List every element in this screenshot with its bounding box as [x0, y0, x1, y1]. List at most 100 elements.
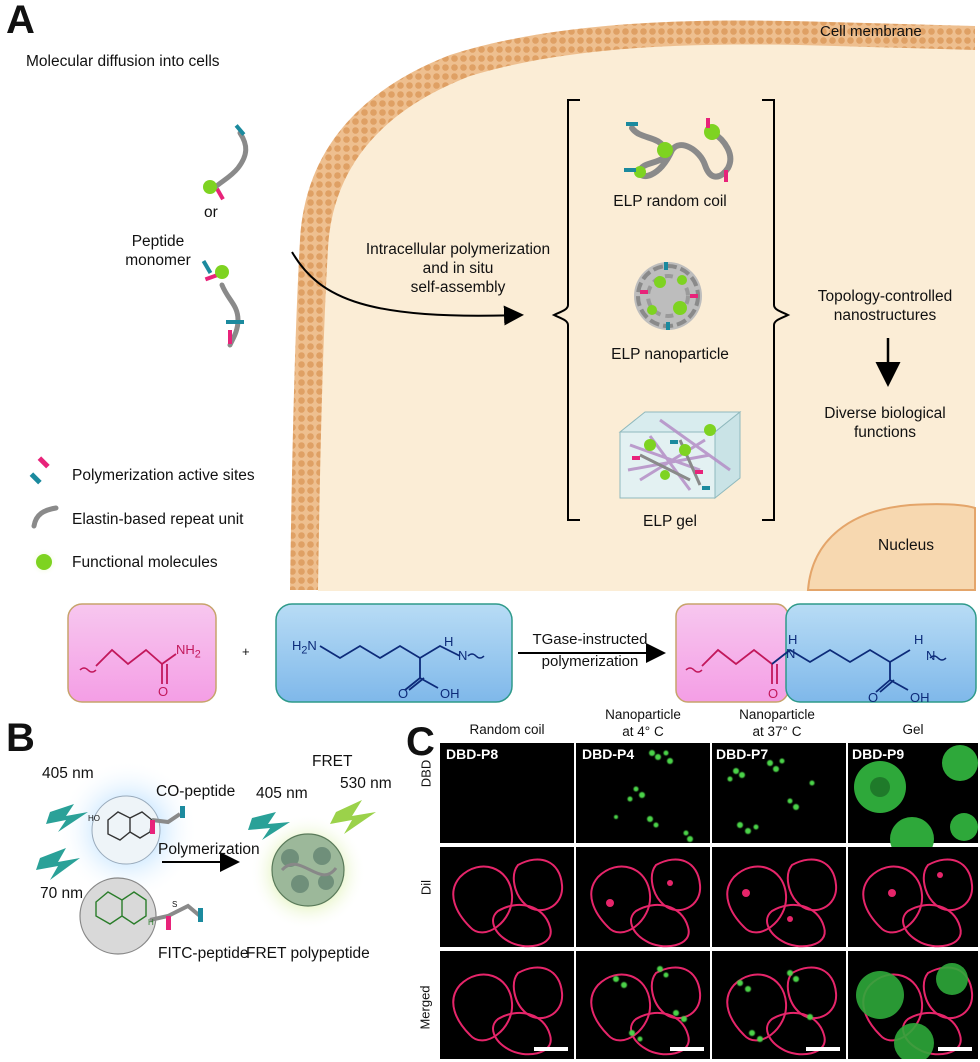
arrow-label-top: TGase-instructed — [532, 631, 648, 648]
elp-nanoparticle-graphic — [634, 262, 702, 330]
b-530nm: 530 nm — [340, 775, 392, 792]
product-n2: N — [926, 648, 936, 663]
micro-r3c2 — [576, 951, 710, 1059]
elp-random-coil-graphic — [624, 118, 734, 182]
lys-oh: OH — [440, 686, 460, 701]
col3-l1: Nanoparticle — [739, 707, 815, 722]
topology-label: Topology-controlled nanostructures — [790, 287, 980, 325]
diffusion-label: Molecular diffusion into cells — [26, 53, 220, 70]
fitc-peptide-label: FITC-peptide — [158, 945, 249, 962]
scale-bar-c3 — [806, 1047, 840, 1051]
plus-sign: + — [242, 644, 250, 659]
lys-h: H — [444, 634, 454, 649]
micro-r1c1 — [440, 743, 574, 843]
diffusion-arrow — [291, 251, 524, 326]
col-header-2: Nanoparticle at 4° C — [576, 706, 710, 740]
merged-green-c3 — [737, 970, 813, 1042]
row-label-dbd: DBD — [418, 759, 434, 788]
col-header-1: Random coil — [440, 706, 574, 738]
topology-line-2: nanostructures — [833, 307, 937, 324]
col3-l2: at 37° C — [752, 724, 802, 739]
dbd-p4-signal — [614, 750, 693, 842]
peptide-monomer-label: Peptide monomer — [118, 232, 198, 270]
right-bracket — [762, 99, 791, 521]
reaction-graphic — [67, 603, 977, 703]
micro-r2c4 — [848, 847, 978, 947]
h2n-n: N — [307, 638, 317, 653]
tag-dbd-p9: DBD-P9 — [852, 746, 905, 762]
tag-dbd-p8: DBD-P8 — [446, 746, 499, 762]
arrow-label-bottom: polymerization — [541, 653, 639, 670]
peptide-monomer-2 — [201, 259, 244, 348]
left-bracket — [551, 99, 580, 521]
product-h: H — [788, 632, 798, 647]
col-header-3: Nanoparticle at 37° C — [710, 706, 844, 740]
h2n-label: H2N — [292, 638, 317, 657]
lightning-405-a — [46, 804, 88, 832]
col1-l2: Random coil — [469, 722, 545, 737]
polymerization-label: Polymerization — [158, 841, 260, 858]
panel-c-letter: C — [406, 720, 435, 764]
amide-nh2: NH2 — [176, 642, 201, 661]
lightning-530 — [330, 800, 376, 834]
lys-o: O — [398, 686, 409, 701]
fitc-sphere — [79, 877, 157, 955]
hn-label: H — [148, 918, 154, 927]
or-label: or — [204, 204, 218, 221]
fret-label: FRET — [312, 753, 353, 770]
co-peptide-label: CO-peptide — [156, 783, 236, 800]
elp-random-coil-label: ELP random coil — [613, 193, 727, 210]
bio-line-2: functions — [853, 424, 917, 441]
topology-line-1: Topology-controlled — [817, 288, 953, 305]
b-405nm-a: 405 nm — [42, 765, 94, 782]
h2n-h: H — [292, 638, 302, 653]
panel-b-graphic — [36, 760, 376, 955]
product-n: N — [786, 646, 796, 661]
functional-molecule-icon — [30, 548, 58, 576]
merged-green-c2 — [613, 966, 687, 1042]
panel-b-letter: B — [6, 716, 35, 760]
repeat-unit-icon — [31, 505, 59, 529]
biological-functions-label: Diverse biological functions — [790, 404, 980, 442]
peptide-monomer-1 — [203, 124, 249, 201]
nucleus-shape — [806, 503, 976, 591]
product-o: O — [768, 686, 779, 701]
col4-l2: Gel — [902, 722, 924, 737]
process-label: Intracellular polymerization and in situ… — [340, 240, 576, 297]
col2-l1: Nanoparticle — [605, 707, 681, 722]
col2-l2: at 4° C — [622, 724, 664, 739]
nh-text: NH — [176, 642, 195, 657]
monomer-line-2: monomer — [125, 252, 191, 269]
ho-label: HO — [88, 814, 100, 823]
col-header-4: Gel — [846, 706, 980, 738]
elp-gel-label: ELP gel — [642, 513, 697, 530]
product-o2: O — [868, 690, 879, 705]
lysine-box — [275, 603, 513, 703]
elp-gel-graphic — [618, 410, 742, 500]
micro-r3c3 — [712, 951, 846, 1059]
scale-bar-c1 — [534, 1047, 568, 1051]
scale-bar-c2 — [670, 1047, 704, 1051]
micro-r2c3 — [712, 847, 846, 947]
dil-spots — [606, 872, 943, 922]
micro-r1c3 — [712, 743, 846, 843]
lightning-405-b — [248, 812, 290, 840]
process-line-2: and in situ — [422, 260, 494, 277]
tag-dbd-p4: DBD-P4 — [582, 746, 635, 762]
cell-membrane-label: Cell membrane — [820, 23, 922, 40]
dbd-p7-signal — [727, 758, 815, 834]
product-oh: OH — [910, 690, 930, 705]
nucleus-label: Nucleus — [878, 537, 934, 554]
row-label-merged: Merged — [417, 985, 433, 1030]
micro-r3c1 — [440, 951, 574, 1059]
s-label: S — [172, 900, 178, 909]
lys-n: N — [458, 648, 468, 663]
fret-polypeptide-label: FRET polypeptide — [246, 945, 370, 962]
row-label-dil: Dil — [418, 879, 434, 896]
micrograph-grid — [440, 743, 978, 1059]
legend-repeat-unit: Elastin-based repeat unit — [72, 511, 244, 528]
product-h2: H — [914, 632, 924, 647]
panel-a-letter: A — [6, 0, 35, 42]
bio-line-1: Diverse biological — [824, 405, 946, 422]
